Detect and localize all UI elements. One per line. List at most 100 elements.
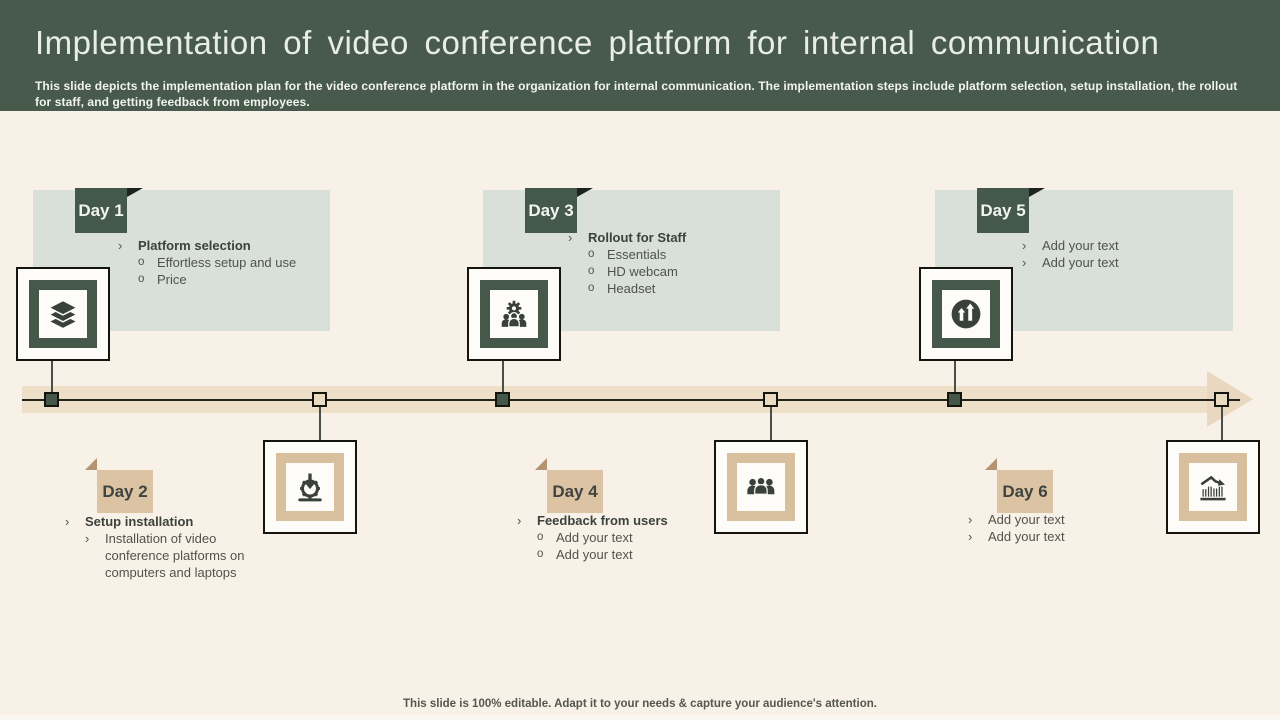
day2-content: › Setup installation › Installation of vi… [65,513,305,581]
page-title: Implementation of video conference platf… [35,24,1160,61]
declining-bar-chart-icon [1200,475,1226,501]
day2-icon-tile [286,463,334,511]
circle-marker: o [537,531,544,543]
bullet-text: Effortless setup and use [157,255,297,270]
slide-subtitle: This slide depicts the implementation pl… [35,79,1238,109]
day3-heading: Rollout for Staff [588,230,687,245]
day5-badge-label: Day 5 [980,200,1026,220]
day4-heading: Feedback from users [537,513,668,528]
circle-marker: o [588,248,595,260]
day2-icon-box [263,440,357,534]
bullet-text: Installation of video conference platfor… [105,531,245,580]
day5-icon-frame [932,280,1000,348]
day1-milestone-square [44,392,59,407]
day3-badge: Day 3 [525,188,577,233]
day4-badge: Day 4 [547,470,603,513]
day4-heading-row: › Feedback from users [517,512,757,529]
day1-icon-box [16,267,110,361]
bullet-text: Add your text [988,512,1065,527]
day4-icon-box [714,440,808,534]
bullet-text: Add your text [1042,255,1119,270]
bullet-text: HD webcam [607,264,678,279]
bullet-item: › Add your text [1022,254,1262,271]
chevron-marker: › [65,514,70,529]
bullet-item: o Add your text [537,529,757,546]
chevron-marker: › [1022,255,1027,270]
day5-badge-fold [1029,188,1045,197]
layers-icon [47,299,79,330]
day5-milestone-square [947,392,962,407]
day3-icon-tile [490,290,538,338]
bottom-strip [0,715,1280,720]
bullet-item: ›Add your text [1022,237,1262,254]
day4-icon-frame [727,453,795,521]
bullet-text: Add your text [988,529,1065,544]
day2-connector [319,407,321,440]
day6-icon-frame [1179,453,1247,521]
day1-heading: Platform selection [138,238,251,253]
circle-marker: o [588,265,595,277]
day6-badge-fold [985,458,997,470]
day3-icon-box [467,267,561,361]
day1-badge-label: Day 1 [78,200,124,220]
day2-icon-frame [276,453,344,521]
chevron-marker: › [118,238,123,253]
bullet-item: › Installation of video conference platfo… [85,530,305,581]
bullet-text: Add your text [556,530,633,545]
day6-icon-tile [1189,463,1237,511]
bullet-item: › Add your text [968,528,1208,545]
day5-badge: Day 5 [977,188,1029,233]
growth-arrows-icon [951,299,981,329]
bullet-text: Price [157,272,187,287]
team-gear-icon [501,300,527,328]
day2-items: › Installation of video conference platfo… [85,530,305,581]
day1-content: › Platform selection o Effortless setup a… [118,237,358,288]
circle-marker: o [588,282,595,294]
circle-marker: o [138,256,145,268]
day6-badge-label: Day 6 [1002,481,1048,501]
timeline-axis-line [22,399,1240,401]
day5-connector [954,361,956,392]
day2-milestone-square [312,392,327,407]
day4-badge-fold [535,458,547,470]
day1-badge: Day 1 [75,188,127,233]
day1-badge-fold [127,188,143,197]
chevron-marker: › [968,512,973,527]
chevron-marker: › [85,531,90,546]
day3-heading-row: › Rollout for Staff [568,229,808,246]
day5-icon-box [919,267,1013,361]
bullet-text: Headset [607,281,656,296]
day2-badge-label: Day 2 [102,481,148,501]
day6-items: › Add your text › Add your text [968,511,1208,545]
chevron-marker: › [968,529,973,544]
day2-heading: Setup installation [85,514,194,529]
day4-connector [770,407,772,440]
day4-icon-tile [737,463,785,511]
bullet-text: Add your text [556,547,633,562]
slide-header: Implementation of video conference platf… [0,0,1280,111]
chevron-marker: › [1022,238,1027,253]
day3-icon-frame [480,280,548,348]
day5-items: ›Add your text ›Add your text [1022,237,1262,271]
day6-content: › Add your text › Add your text [968,511,1208,545]
day5-content: ›Add your text ›Add your text [1022,237,1262,271]
day6-badge: Day 6 [997,470,1053,513]
bullet-item: o Headset [588,280,808,297]
day1-heading-row: › Platform selection [118,237,358,254]
day3-badge-fold [577,188,593,197]
day2-badge: Day 2 [97,470,153,513]
bullet-item: o HD webcam [588,263,808,280]
day1-icon-frame [29,280,97,348]
day1-icon-tile [39,290,87,338]
day4-milestone-square [763,392,778,407]
bullet-item: o Effortless setup and use [138,254,358,271]
